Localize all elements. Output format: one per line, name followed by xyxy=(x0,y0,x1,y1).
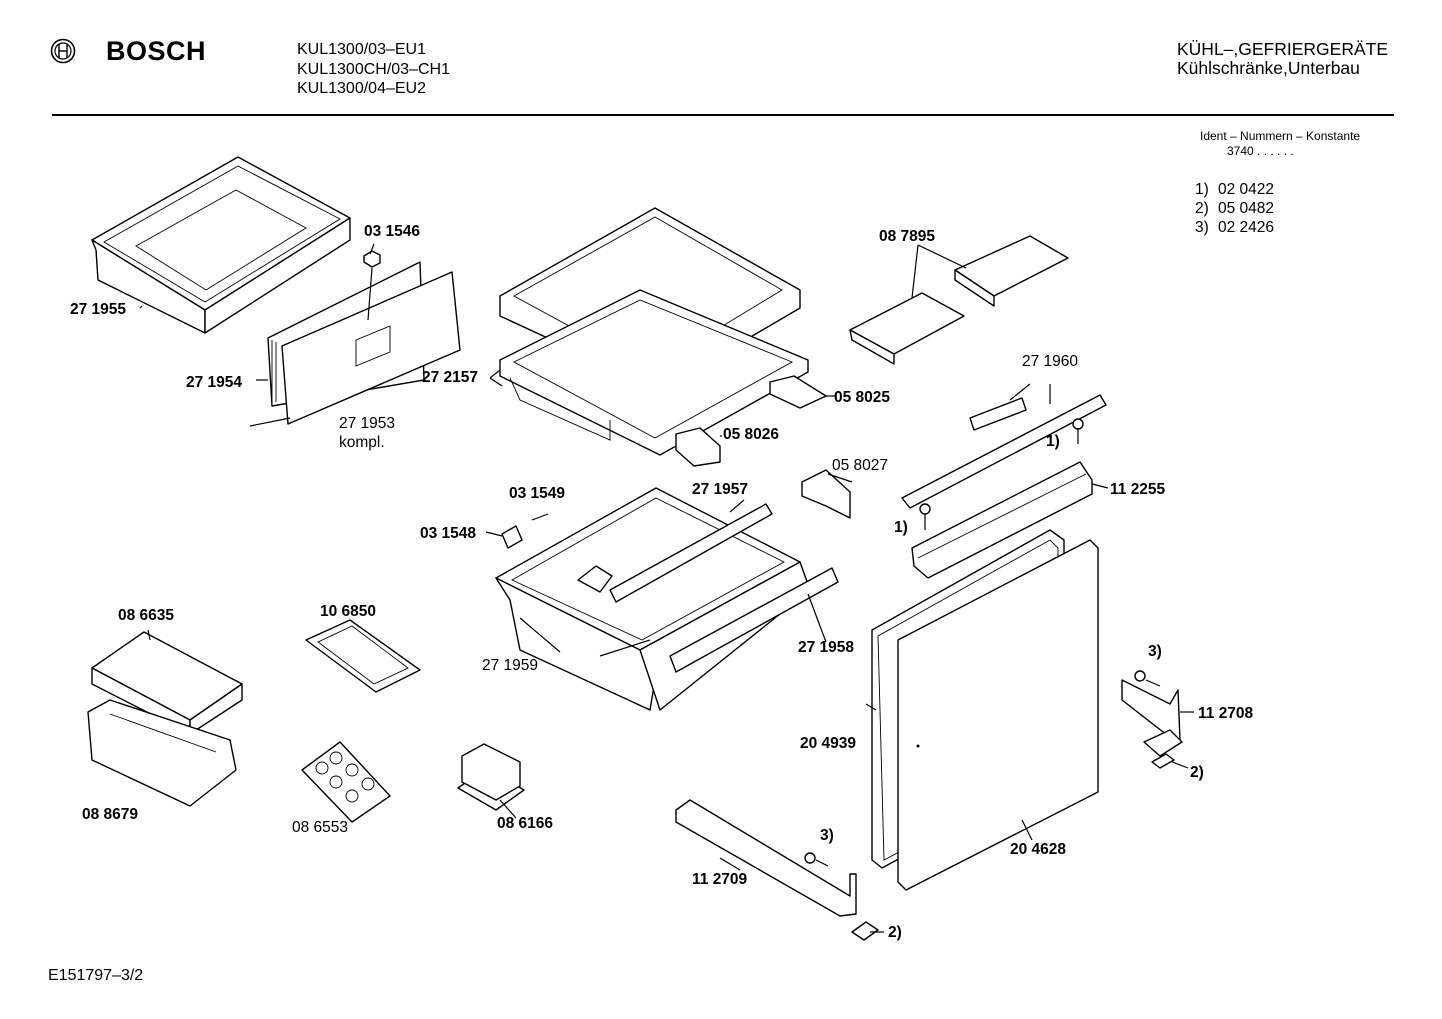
label-086166: 08 6166 xyxy=(497,815,554,832)
model-1: KUL1300/03–EU1 xyxy=(297,41,426,58)
drawer-front-271953 xyxy=(267,261,461,425)
dishes-087895 xyxy=(849,235,1069,365)
drawing-code: E151797–3/2 xyxy=(48,967,144,984)
label-271957: 27 1957 xyxy=(692,481,749,498)
label-note-1a: 1) xyxy=(1046,433,1060,450)
label-271959: 27 1959 xyxy=(482,657,539,674)
ident-label: Ident – Nummern – Konstante xyxy=(1200,129,1361,143)
label-note-2a: 2) xyxy=(1190,764,1204,781)
label-note-1b: 1) xyxy=(894,519,908,536)
bracket-058027 xyxy=(801,469,853,519)
footnote-2: 2)05 0482 xyxy=(1195,200,1275,217)
label-087895: 08 7895 xyxy=(879,228,936,245)
butter-box-086166 xyxy=(457,743,525,819)
label-088679: 08 8679 xyxy=(82,806,139,823)
footnote-3: 3)02 2426 xyxy=(1195,219,1275,236)
tray-271955 xyxy=(91,156,351,334)
label-note-2b: 2) xyxy=(888,924,902,941)
bin-271959 xyxy=(495,487,839,711)
ident-constant: 3740 . . . . . . xyxy=(1227,144,1294,158)
ice-box-086635-088679 xyxy=(87,629,243,807)
label-086553: 08 6553 xyxy=(292,819,349,836)
category-line-1: KÜHL–,GEFRIERGERÄTE xyxy=(1177,39,1389,59)
hinge-112708 xyxy=(1121,670,1194,769)
egg-tray-086553 xyxy=(301,741,391,823)
label-058026: 05 8026 xyxy=(723,426,780,443)
label-204939: 20 4939 xyxy=(800,735,857,752)
door-204628-gasket-204939 xyxy=(865,529,1099,891)
ice-tray-106850 xyxy=(305,619,421,693)
category-line-2: Kühlschränke,Unterbau xyxy=(1177,58,1360,78)
label-271958: 27 1958 xyxy=(798,639,855,656)
label-058025: 05 8025 xyxy=(834,389,891,406)
label-112255: 11 2255 xyxy=(1110,481,1166,498)
label-271955: 27 1955 xyxy=(70,301,127,318)
ident-block: Ident – Nummern – Konstante 3740 . . . .… xyxy=(1200,129,1360,159)
label-271960: 27 1960 xyxy=(1022,353,1079,370)
label-272157: 27 2157 xyxy=(422,369,479,386)
label-note-3b: 3) xyxy=(820,827,834,844)
label-031549: 03 1549 xyxy=(509,485,566,502)
holders-058025-058026 xyxy=(675,375,836,467)
category: KÜHL–,GEFRIERGERÄTE Kühlschränke,Unterba… xyxy=(1177,40,1388,78)
label-031548: 03 1548 xyxy=(420,525,477,542)
rail-112255 xyxy=(911,461,1109,579)
footnote-list: 1)02 0422 2)05 0482 3)02 2426 xyxy=(1195,180,1274,237)
footnote-1: 1)02 0422 xyxy=(1195,181,1275,198)
model-list: KUL1300/03–EU1 KUL1300CH/03–CH1 KUL1300/… xyxy=(297,40,450,99)
hinge-112709 xyxy=(675,799,884,941)
leader-lines xyxy=(139,243,651,657)
label-204628: 20 4628 xyxy=(1010,841,1067,858)
strip-271960 xyxy=(901,383,1107,509)
label-112709: 11 2709 xyxy=(692,871,748,888)
bosch-armature-icon xyxy=(50,38,76,64)
label-106850: 10 6850 xyxy=(320,603,377,620)
brand-name: BOSCH xyxy=(106,36,207,66)
pins-031549-031548 xyxy=(485,513,549,549)
label-kompl: kompl. xyxy=(339,434,385,451)
screws-1 xyxy=(919,418,1084,530)
model-2: KUL1300CH/03–CH1 xyxy=(297,60,450,78)
clip-031546 xyxy=(363,250,381,268)
label-271953: 27 1953 xyxy=(339,415,396,432)
label-112708: 11 2708 xyxy=(1198,705,1254,722)
header-divider xyxy=(52,114,1394,116)
label-086635: 08 6635 xyxy=(118,607,175,624)
model-3: KUL1300/04–EU2 xyxy=(297,80,426,97)
shelves-272157 xyxy=(499,207,809,456)
label-271954: 27 1954 xyxy=(186,374,243,391)
label-058027: 05 8027 xyxy=(832,457,889,474)
label-note-3a: 3) xyxy=(1148,643,1162,660)
label-031546: 03 1546 xyxy=(364,223,421,240)
